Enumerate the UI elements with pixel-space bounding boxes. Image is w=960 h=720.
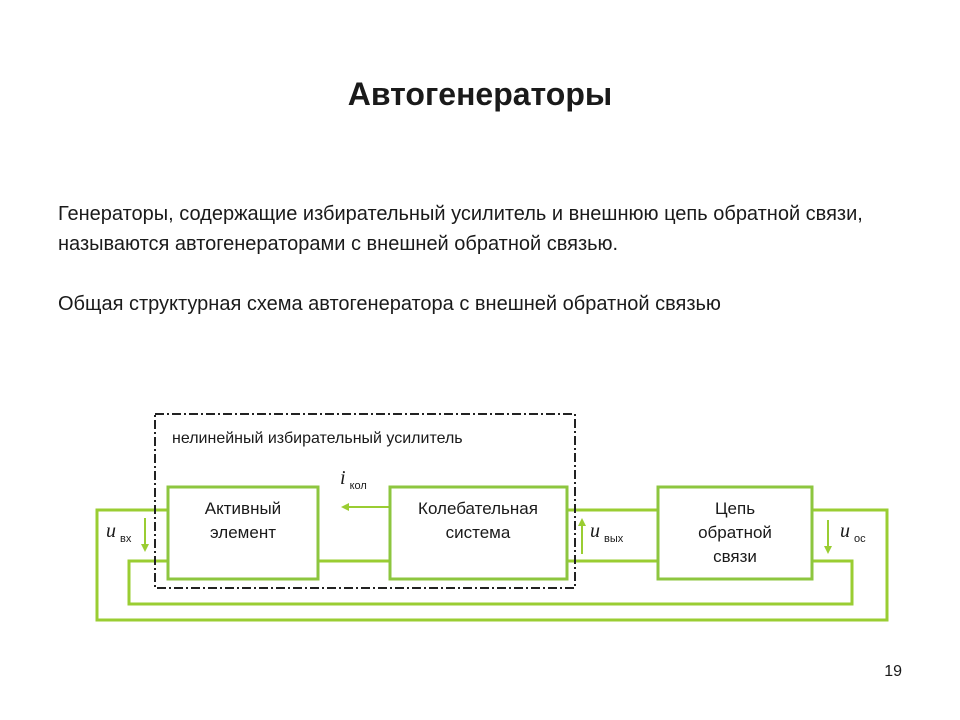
active-element-label-1: Активный [205,499,281,518]
u-os-sub: ос [854,533,866,545]
i-kol-sub: кол [350,480,367,492]
definition-paragraph: Генераторы, содержащие избирательный уси… [58,203,863,255]
oscillating-system-label-1: Колебательная [418,499,538,518]
feedback-circuit-block: Цепь обратной связи [656,485,814,581]
u-os-main: u [840,520,850,542]
u-vyx-main: u [590,520,600,542]
active-element-block: Активный элемент [166,485,320,581]
diagram-caption: Общая структурная схема автогенератора с… [58,293,721,315]
oscillating-system-label-2: система [446,523,511,542]
active-element-label-2: элемент [210,523,276,542]
u-vx-main: u [106,520,116,542]
u-vyx-label: u вых [590,520,624,545]
feedback-circuit-label-3: связи [713,547,757,566]
feedback-circuit-label-1: Цепь [715,499,755,518]
outer-feedback-wire [95,508,889,622]
u-vyx-sub: вых [604,533,624,545]
amplifier-group-border [154,413,576,589]
u-vx-label: u вх [106,520,132,545]
i-kol-label: i кол [340,467,367,492]
oscillating-system-block: Колебательная система [388,485,569,581]
u-vx-sub: вх [120,533,132,545]
amplifier-group-label: нелинейный избирательный усилитель [172,430,463,447]
slide-number: 19 [884,663,902,680]
feedback-circuit-label-2: обратной [698,523,772,542]
i-kol-main: i [340,467,346,489]
inner-feedback-wire [127,559,854,606]
slide-title: Автогенераторы [347,76,613,112]
u-os-label: u ос [840,520,866,545]
